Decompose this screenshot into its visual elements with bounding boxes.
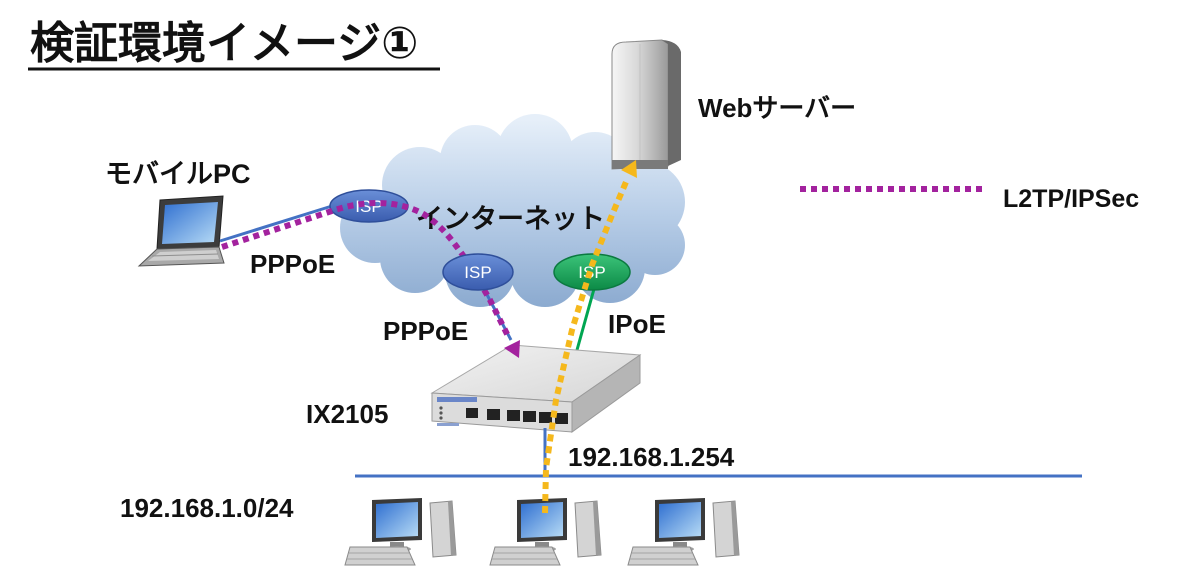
internet-label: インターネット — [416, 204, 605, 234]
web-traffic-path — [542, 180, 629, 514]
pppoe-router-label: PPPoE — [383, 316, 468, 346]
ipoe-link-router — [575, 288, 596, 351]
ipoe-label: IPoE — [608, 309, 666, 339]
legend-l2tp-label: L2TP/IPSec — [1003, 185, 1139, 213]
desktop-pc-icon — [489, 498, 602, 566]
lan-subnet-label: 192.168.1.0/24 — [120, 493, 294, 523]
pppoe-link-mobile — [219, 204, 333, 243]
desktop-pc-icon — [344, 498, 457, 566]
web-server-label: Webサーバー — [698, 93, 856, 123]
title-group: 検証環境イメージ① — [28, 18, 440, 71]
mobile-pc-label: モバイルPC — [105, 159, 251, 189]
router-icon — [430, 344, 642, 433]
isp-node-2-label: ISP — [464, 263, 491, 282]
page-title: 検証環境イメージ① — [30, 18, 418, 69]
isp-node-1: ISP — [329, 189, 409, 223]
router-ip-label: 192.168.1.254 — [568, 442, 735, 472]
web-server-icon — [611, 39, 681, 170]
l2tp-ipsec-arrowhead — [504, 340, 520, 358]
pppoe-mobile-label: PPPoE — [250, 249, 335, 279]
laptop-icon — [137, 195, 225, 267]
l2tp-ipsec-path — [221, 200, 511, 338]
web-traffic-arrowhead — [621, 160, 637, 178]
isp-node-2: ISP — [442, 253, 514, 291]
desktop-pc-icon — [627, 498, 740, 566]
router-label: IX2105 — [306, 399, 388, 429]
legend: L2TP/IPSec — [800, 185, 1139, 213]
